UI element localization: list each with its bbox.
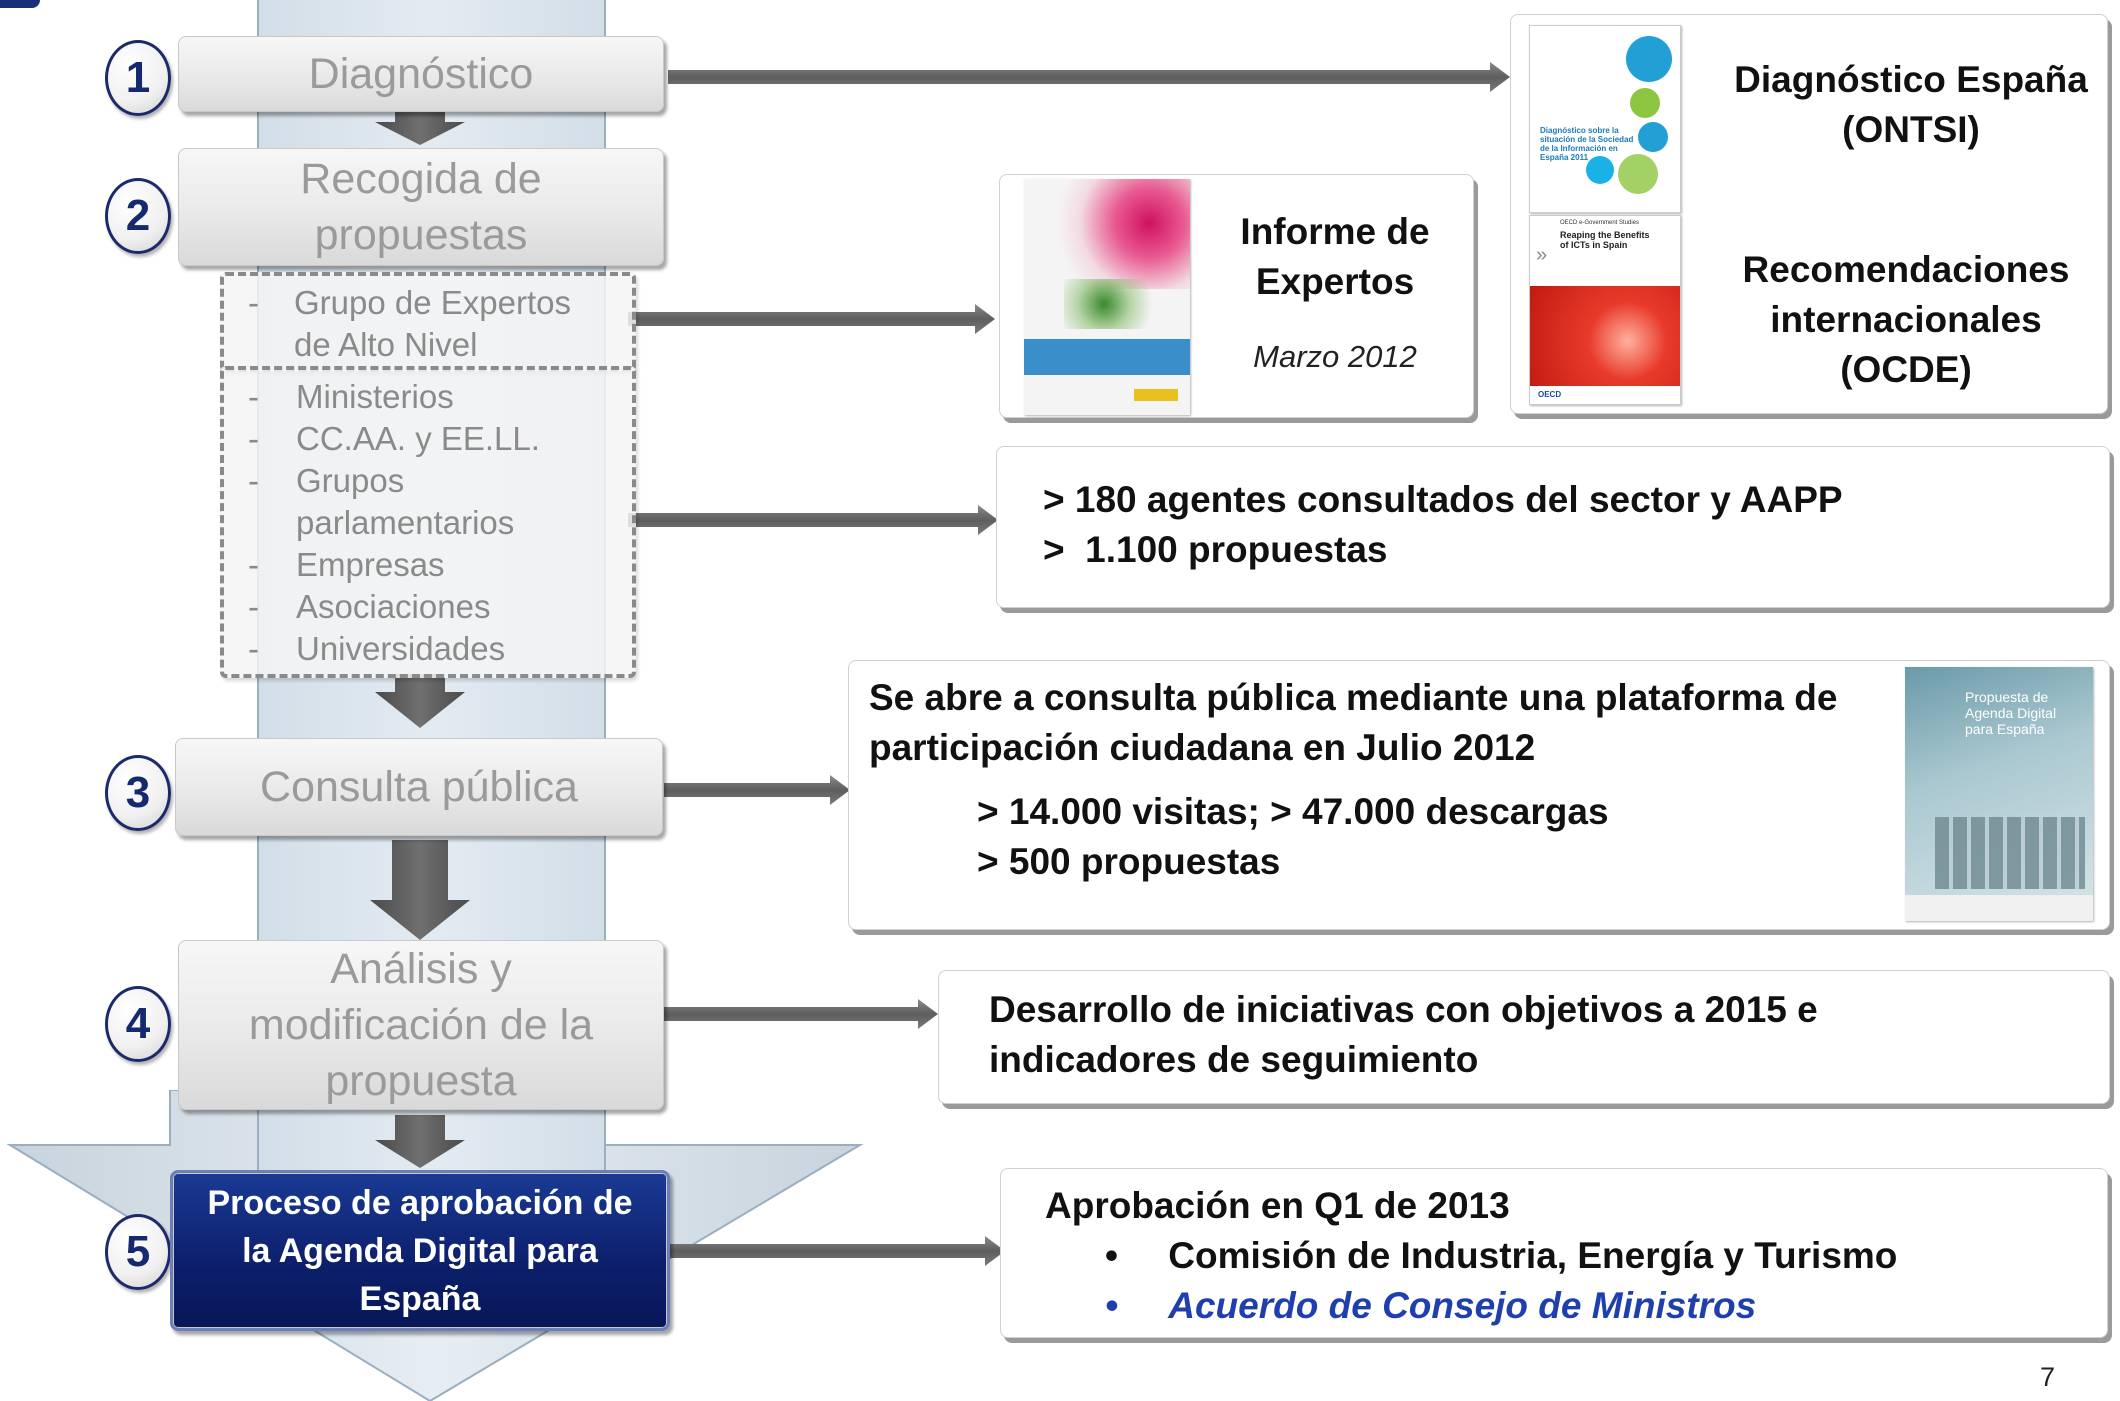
ocde-cover-title: Reaping the Benefits of ICTs in Spain (1560, 230, 1650, 250)
step-aprobacion: Proceso de aprobación de la Agenda Digit… (170, 1170, 670, 1331)
stakeholder-item: CC.AA. y EE.LL. (224, 418, 632, 460)
informe-expertos-card: Informe de Expertos Marzo 2012 (999, 174, 1474, 418)
step-aprobacion-label: Proceso de aprobación de la Agenda Digit… (207, 1183, 633, 1318)
expert-group-box: Grupo de Expertos de Alto Nivel (220, 272, 636, 372)
agentes-card: > 180 agentes consultados del sector y A… (996, 446, 2110, 608)
ocde-arrows-icon: » (1536, 244, 1548, 266)
step-number-5: 5 (105, 1214, 171, 1290)
consulta-intro: Se abre a consulta pública mediante una … (869, 677, 1838, 768)
stakeholder-item: Universidades (224, 628, 632, 670)
ocde-cover-footer: OECD (1538, 390, 1562, 399)
step-recogida-label: Recogida de propuestas (300, 155, 542, 259)
down-arrow-2 (375, 674, 465, 728)
stakeholder-item: Grupos parlamentarios (224, 460, 526, 544)
aprobacion-bullet-1-text: Comisión de Industria, Energía y Turismo (1168, 1235, 1898, 1276)
ocde-report-cover: OECD e-Government Studies Reaping the Be… (1529, 215, 1681, 405)
down-arrow-1 (375, 112, 465, 145)
arrow-step1-diagnostico (668, 62, 1510, 92)
arrow-agentes (628, 505, 998, 535)
recomendaciones-card-title: Recomendaciones internacionales (OCDE) (1742, 249, 2070, 390)
corner-logo-fragment (0, 0, 40, 8)
consulta-line-2: > 500 propuestas (977, 841, 1281, 882)
informe-expertos-title: Informe de Expertos (1240, 211, 1430, 302)
step-number-3: 3 (105, 755, 171, 831)
step-number-1: 1 (105, 40, 171, 116)
aprobacion-bullet-2-text[interactable]: Acuerdo de Consejo de Ministros (1168, 1285, 1757, 1326)
step-number-4: 4 (105, 986, 171, 1062)
stakeholders-box: Ministerios CC.AA. y EE.LL. Grupos parla… (220, 366, 636, 678)
step-number-2: 2 (105, 178, 171, 254)
ontsi-report-cover: Diagnóstico sobre la situación de la Soc… (1529, 25, 1681, 213)
arrow-desarrollo (664, 999, 938, 1029)
bullet-icon: • (1105, 1285, 1118, 1326)
aprobacion-card: Aprobación en Q1 de 2013 • Comisión de I… (1000, 1168, 2108, 1338)
stakeholder-item: Asociaciones (224, 586, 632, 628)
aprobacion-title: Aprobación en Q1 de 2013 (1045, 1185, 1510, 1226)
ontsi-cover-text: Diagnóstico sobre la situación de la Soc… (1540, 126, 1634, 162)
agenda-digital-cover-text: Propuesta de Agenda Digital para España (1965, 689, 2057, 737)
desarrollo-card: Desarrollo de iniciativas con objetivos … (938, 970, 2110, 1104)
bullet-icon: • (1105, 1235, 1118, 1276)
aprobacion-bullet-1: • Comisión de Industria, Energía y Turis… (1105, 1231, 1897, 1281)
informe-expertos-date: Marzo 2012 (1253, 339, 1417, 374)
consulta-line-1: > 14.000 visitas; > 47.000 descargas (977, 791, 1609, 832)
step-recogida-propuestas: Recogida de propuestas (178, 148, 664, 266)
down-arrow-3 (370, 840, 470, 940)
desarrollo-text: Desarrollo de iniciativas con objetivos … (989, 989, 1818, 1080)
agentes-line-1: > 180 agentes consultados del sector y A… (1043, 479, 1843, 520)
stakeholder-item: Ministerios (224, 376, 632, 418)
arrow-aprobacion (664, 1236, 1005, 1266)
informe-expertos-cover (1024, 179, 1190, 415)
step-analisis: Análisis y modificación de la propuesta (178, 940, 664, 1110)
expert-group-item: Grupo de Expertos de Alto Nivel (224, 282, 632, 366)
aprobacion-bullet-2: • Acuerdo de Consejo de Ministros (1105, 1281, 1756, 1331)
step-diagnostico: Diagnóstico (178, 36, 664, 112)
agentes-line-2: > 1.100 propuestas (1043, 529, 1388, 570)
agenda-digital-cover: Propuesta de Agenda Digital para España (1905, 667, 2093, 921)
down-arrow-4 (375, 1115, 465, 1168)
page-number: 7 (2040, 1362, 2056, 1392)
arrow-expertos (628, 304, 995, 334)
step-analisis-label: Análisis y modificación de la propuesta (248, 945, 594, 1105)
consulta-card: Se abre a consulta pública mediante una … (848, 660, 2110, 930)
stakeholder-item: Empresas (224, 544, 632, 586)
diagnostico-card-title: Diagnóstico España (ONTSI) (1734, 59, 2088, 150)
diagnostico-card: Diagnóstico sobre la situación de la Soc… (1510, 14, 2108, 414)
arrow-consulta (664, 775, 850, 805)
step-consulta-publica: Consulta pública (175, 738, 663, 836)
ocde-cover-series: OECD e-Government Studies (1560, 220, 1640, 226)
